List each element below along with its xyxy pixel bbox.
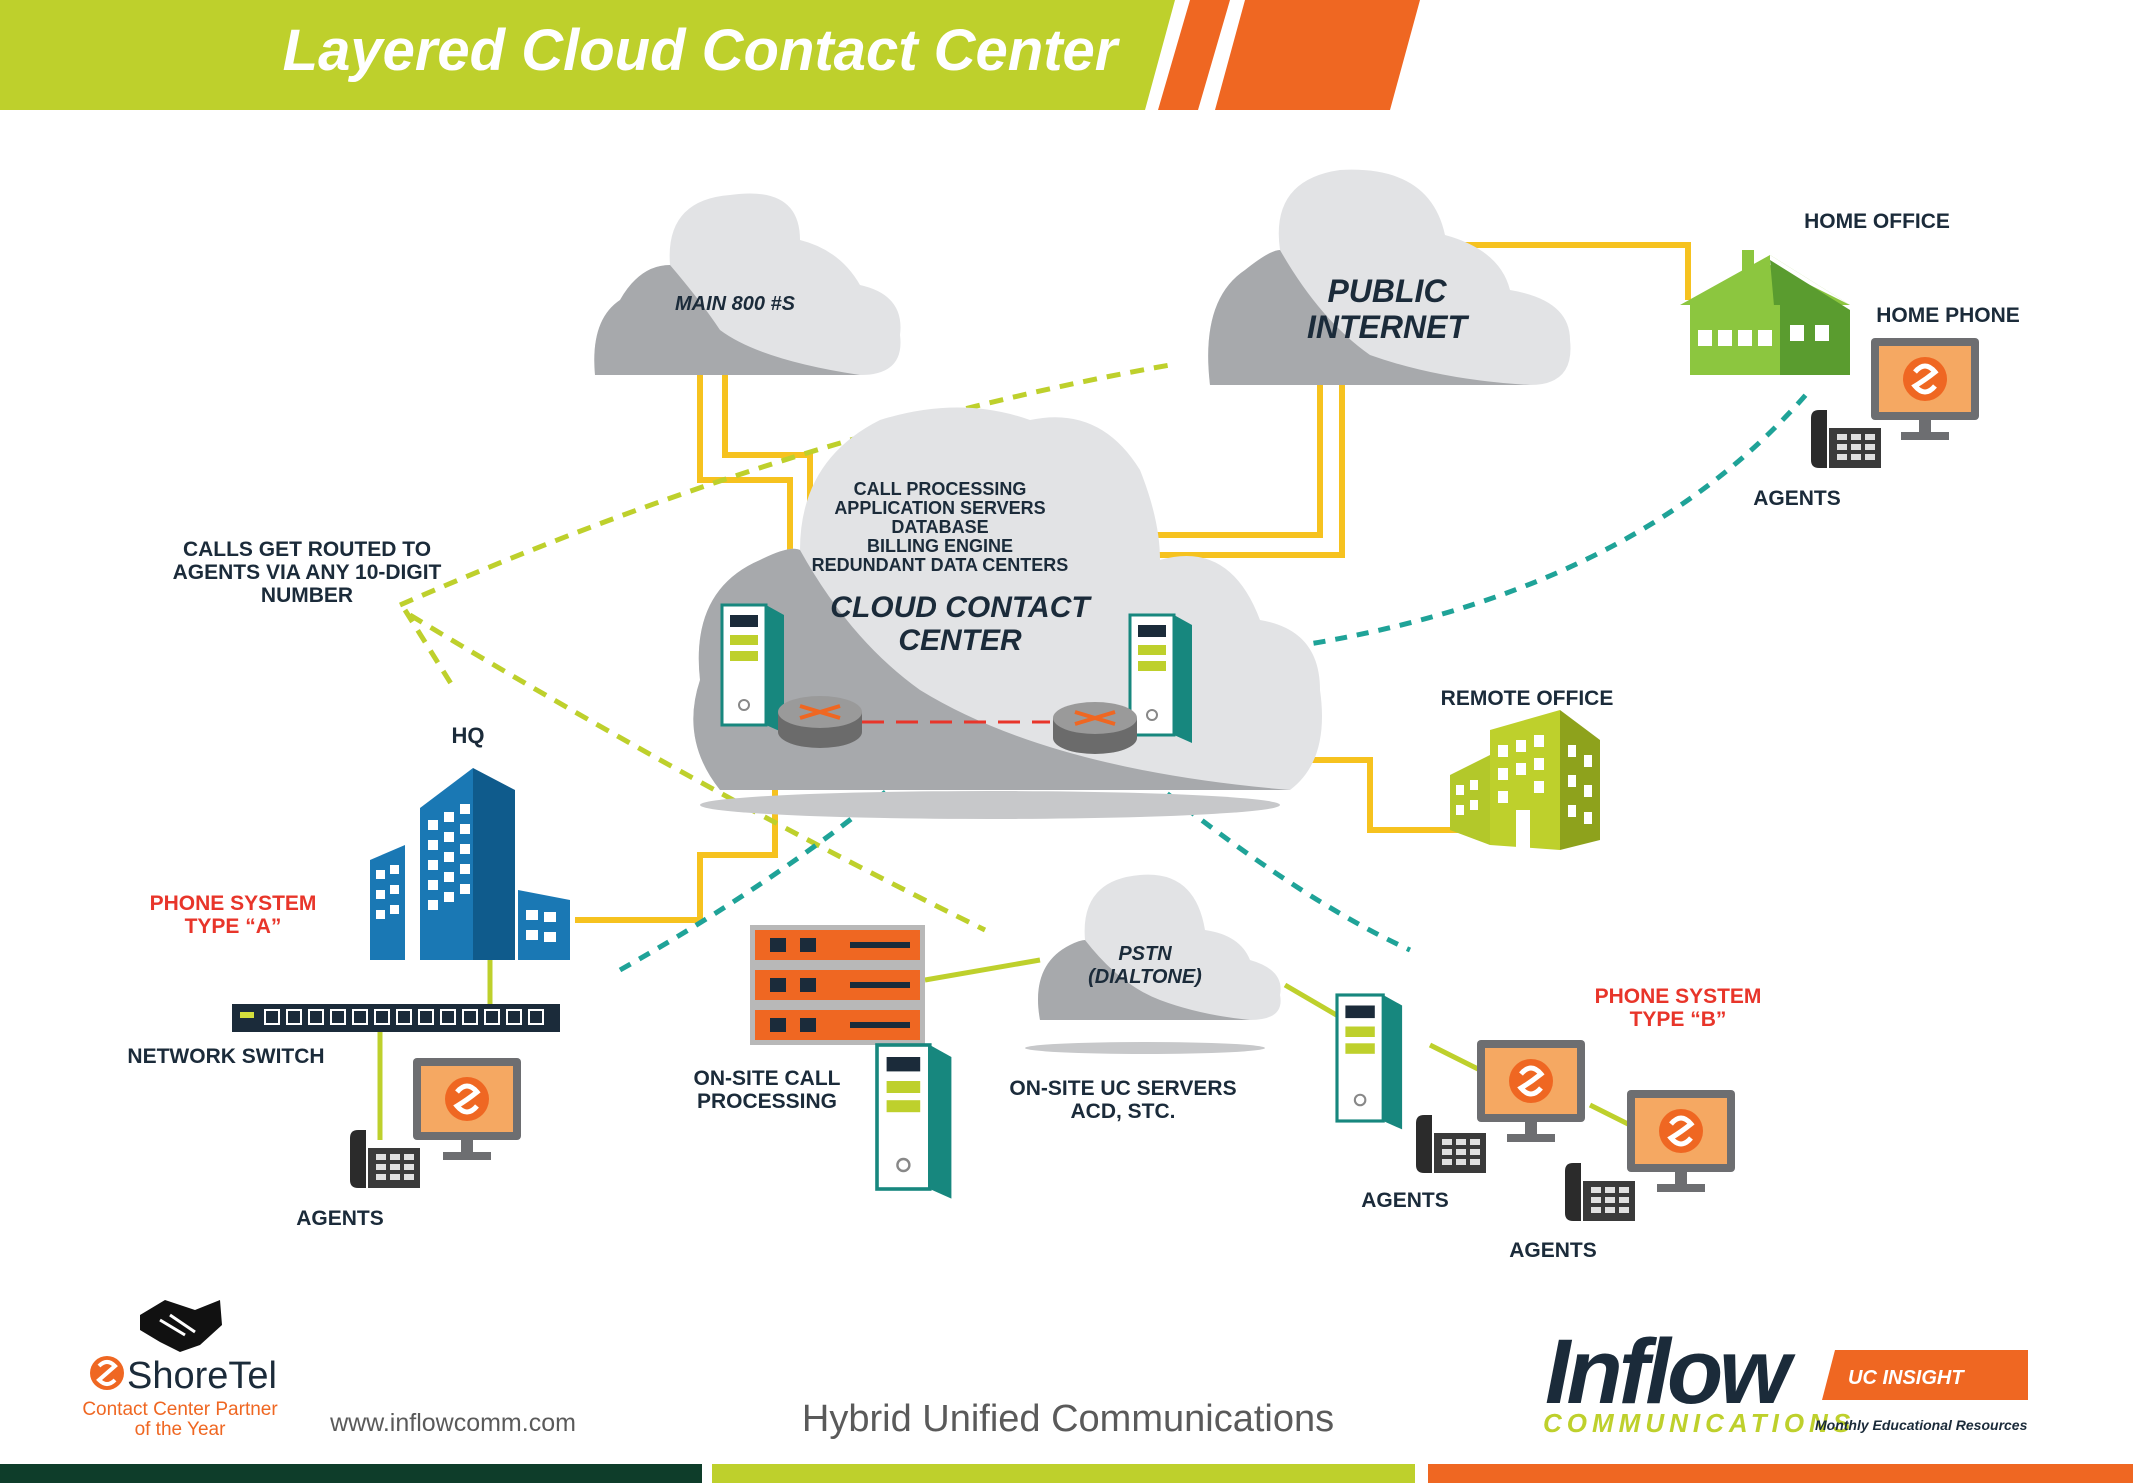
shoretel-caption-1: Contact Center Partner (82, 1399, 278, 1420)
home-office-label: HOME OFFICE (1804, 210, 1950, 233)
home-phone-label: HOME PHONE (1876, 304, 2020, 327)
footer-stripes (0, 1464, 2133, 1483)
hq-building-icon (370, 768, 570, 960)
main-800-label: MAIN 800 #S (675, 293, 796, 315)
home-office-house-icon (1680, 250, 1850, 375)
svg-text:PROCESSING: PROCESSING (697, 1090, 837, 1113)
remote-office-label: REMOTE OFFICE (1441, 687, 1614, 710)
svg-text:PHONE SYSTEM: PHONE SYSTEM (150, 892, 317, 915)
cc-name-line2: CENTER (898, 624, 1022, 657)
svg-text:CALLS GET ROUTED TO: CALLS GET ROUTED TO (183, 538, 431, 561)
svg-text:NUMBER: NUMBER (261, 584, 353, 607)
phone-system-a-label: PHONE SYSTEM TYPE “A” (150, 892, 317, 938)
type-b-desk-phone-1-icon (1416, 1115, 1486, 1173)
type-b-computer-2-icon (1627, 1090, 1735, 1192)
public-internet-cloud: PUBLIC INTERNET (1208, 169, 1571, 385)
tagline: Hybrid Unified Communications (802, 1398, 1334, 1440)
hq-label: HQ (452, 723, 485, 748)
cc-name-line1: CLOUD CONTACT (830, 591, 1092, 624)
title-banner: Layered Cloud Contact Center (0, 0, 1420, 110)
type-b-server-icon (1335, 993, 1404, 1131)
calls-routed-label: CALLS GET ROUTED TO AGENTS VIA ANY 10-DI… (173, 538, 442, 607)
cc-service-3: DATABASE (891, 517, 988, 537)
svg-text:ACD, STC.: ACD, STC. (1071, 1100, 1176, 1123)
hq-desk-phone-icon (350, 1130, 420, 1188)
inflow-logo: Inflow COMMUNICATIONS (1543, 1321, 1855, 1438)
cc-server-right-icon (1128, 613, 1194, 745)
shoretel-handshake-icon (140, 1300, 222, 1352)
hq-computer-icon (413, 1058, 521, 1160)
cc-service-4: BILLING ENGINE (867, 536, 1013, 556)
remote-office-building-icon (1450, 710, 1600, 850)
cc-service-5: REDUNDANT DATA CENTERS (812, 555, 1069, 575)
cc-router-right-icon (1051, 700, 1139, 756)
svg-text:TYPE “A”: TYPE “A” (185, 915, 282, 938)
dashed-lime-links (398, 362, 1171, 933)
uc-insight-label: UC INSIGHT (1848, 1367, 1965, 1389)
website-link[interactable]: www.inflowcomm.com (329, 1409, 576, 1437)
public-internet-line1: PUBLIC (1327, 273, 1447, 309)
type-b-desk-phone-2-icon (1565, 1163, 1635, 1221)
network-switch-label: NETWORK SWITCH (127, 1045, 324, 1068)
agents-home-label: AGENTS (1753, 487, 1841, 510)
cc-server-left-icon (720, 603, 786, 735)
onsite-uc-server-icon (875, 1043, 954, 1201)
inflow-wordmark: Inflow (1545, 1321, 1796, 1423)
network-switch-icon (232, 1004, 560, 1032)
agents-hq-label: AGENTS (296, 1207, 384, 1230)
pstn-line1: PSTN (1118, 943, 1172, 965)
onsite-call-processing-icon (750, 925, 925, 1045)
pstn-cloud: PSTN (DIALTONE) (1025, 874, 1281, 1054)
svg-text:TYPE “B”: TYPE “B” (1630, 1008, 1727, 1031)
svg-text:ON-SITE UC SERVERS: ON-SITE UC SERVERS (1009, 1077, 1236, 1100)
uc-insight-badge (1822, 1350, 2028, 1400)
cc-service-1: CALL PROCESSING (854, 479, 1027, 499)
public-internet-line2: INTERNET (1307, 309, 1469, 345)
page-title: Layered Cloud Contact Center (283, 18, 1121, 83)
shoretel-wordmark: ShoreTel (127, 1355, 277, 1397)
monthly-resources: Monthly Educational Resources (1815, 1417, 2028, 1433)
svg-text:AGENTS VIA ANY 10-DIGIT: AGENTS VIA ANY 10-DIGIT (173, 561, 442, 584)
home-desk-phone-icon (1811, 410, 1881, 468)
inflow-communications: COMMUNICATIONS (1543, 1408, 1855, 1438)
onsite-call-label: ON-SITE CALL PROCESSING (694, 1067, 841, 1113)
svg-text:ON-SITE CALL: ON-SITE CALL (694, 1067, 841, 1090)
type-b-computer-1-icon (1477, 1040, 1585, 1142)
pstn-line2: (DIALTONE) (1088, 966, 1202, 988)
shoretel-caption-2: of the Year (135, 1419, 227, 1440)
cc-service-2: APPLICATION SERVERS (834, 498, 1045, 518)
agents-b1-label: AGENTS (1361, 1189, 1449, 1212)
lime-links (377, 957, 1632, 1140)
cloud-contact-center: CALL PROCESSING APPLICATION SERVERS DATA… (693, 407, 1322, 819)
svg-text:PHONE SYSTEM: PHONE SYSTEM (1595, 985, 1762, 1008)
agents-b2-label: AGENTS (1509, 1239, 1597, 1262)
phone-system-b-label: PHONE SYSTEM TYPE “B” (1595, 985, 1762, 1031)
shoretel-logo: ShoreTel (90, 1355, 277, 1397)
main-800-cloud: MAIN 800 #S (594, 193, 901, 375)
onsite-uc-label: ON-SITE UC SERVERS ACD, STC. (1009, 1077, 1236, 1123)
home-computer-icon (1871, 338, 1979, 440)
cc-router-left-icon (776, 694, 864, 750)
